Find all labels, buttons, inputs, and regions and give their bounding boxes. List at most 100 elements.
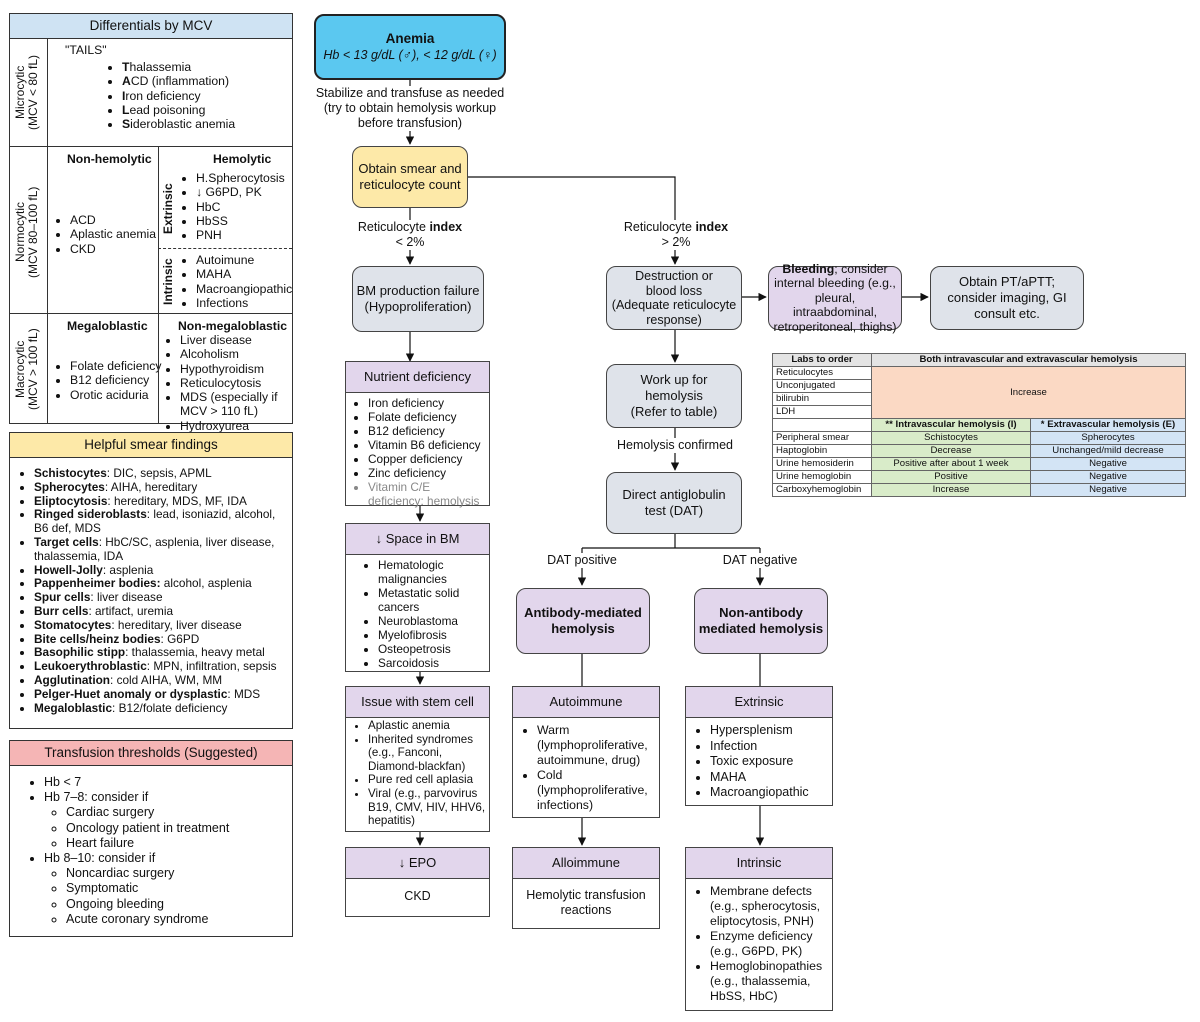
epo-title: ↓ EPO: [346, 848, 489, 879]
list-item: Megaloblastic: B12/folate deficiency: [34, 701, 277, 716]
list-item: B12 deficiency: [70, 373, 161, 387]
intrinsic-list: Membrane defects(e.g., spherocytosis,eli…: [692, 884, 822, 1004]
extrinsic-list: Hypersplenism Infection Toxic exposure M…: [692, 723, 809, 801]
list-item: Folate deficiency: [70, 359, 161, 373]
lab-name: LDH: [772, 405, 872, 419]
smear-reticulocyte-node: Obtain smear and reticulocyte count: [352, 146, 468, 208]
list-item: Hemoglobinopathies(e.g., thalassemia,HbS…: [710, 959, 822, 1004]
extrinsic-box: Extrinsic Hypersplenism Infection Toxic …: [685, 686, 833, 806]
space-title: ↓ Space in BM: [346, 524, 489, 555]
stem-cell-box: Issue with stem cell Aplastic anemia Inh…: [345, 686, 490, 832]
list-item: ACD: [70, 213, 156, 227]
autoimmune-box: Autoimmune Warm(lymphoproliferative,auto…: [512, 686, 660, 818]
bm-failure-node: BM production failure (Hypoproliferation…: [352, 266, 484, 332]
retic-low-label: Reticulocyte index< 2%: [352, 220, 468, 250]
nutrient-box: Nutrient deficiency Iron deficiency Fola…: [345, 361, 490, 508]
list-item: Aplastic anemia: [70, 227, 156, 241]
list-item: Sideroblastic anemia: [122, 117, 235, 131]
mcv-panel: Differentials by MCV Microcytic(MCV < 80…: [9, 13, 293, 433]
list-item: HbC: [196, 200, 285, 214]
bleeding-node: Bleeding; consider internal bleeding (e.…: [768, 262, 902, 334]
list-item: Aplastic anemia: [368, 719, 485, 733]
list-item: CKD: [70, 242, 156, 256]
intra-header: ** Intravascular hemolysis (I): [871, 418, 1031, 432]
list-item: Vitamin B6 deficiency: [368, 438, 481, 452]
megaloblastic-list: Folate deficiency B12 deficiency Orotic …: [52, 359, 161, 402]
intrinsic-list: Autoimune MAHA Macroangiopathic Infectio…: [178, 253, 292, 310]
antibody-node: Antibody-mediated hemolysis: [516, 588, 650, 654]
list-item: Heart failure: [66, 836, 229, 851]
list-item: Leukoerythroblastic: MPN, infiltration, …: [34, 659, 277, 674]
list-item: Target cells: HbC/SC, asplenia, liver di…: [34, 535, 277, 564]
list-item: Warm(lymphoproliferative,autoimmune, dru…: [537, 723, 648, 768]
list-item: Liver disease: [180, 333, 278, 347]
list-item: Reticulocytosis: [180, 376, 278, 390]
macrocytic-label: Macrocytic(MCV > 100 fL): [13, 328, 40, 410]
nutrient-list: Iron deficiency Folate deficiency B12 de…: [350, 396, 481, 508]
list-item: Iron deficiency: [368, 396, 481, 410]
intrinsic-box: Intrinsic Membrane defects(e.g., spheroc…: [685, 847, 833, 1011]
table-row: Carboxyhemoglobin Increase Negative: [772, 483, 1186, 497]
list-item: Toxic exposure: [710, 754, 809, 770]
divider: [158, 147, 159, 314]
list-item: Bite cells/heinz bodies: G6PD: [34, 632, 277, 647]
list-item: Infections: [196, 296, 292, 310]
nonmegaloblastic-list: Liver disease Alcoholism Hypothyroidism …: [162, 333, 278, 433]
smear-header: Helpful smear findings: [10, 433, 292, 458]
list-item: Pelger-Huet anomaly or dysplastic: MDS: [34, 687, 277, 702]
hemolysis-confirmed-label: Hemolysis confirmed: [600, 438, 750, 453]
list-item: Lead poisoning: [122, 103, 235, 117]
epo-body: CKD: [404, 889, 431, 903]
nutrient-title: Nutrient deficiency: [346, 362, 489, 393]
transfusion-list: Hb < 7 Hb 7–8: consider if Cardiac surge…: [26, 775, 229, 927]
labs-col2-header: Both intravascular and extravascular hem…: [871, 353, 1186, 367]
list-item: Hypothyroidism: [180, 362, 278, 376]
list-item: MAHA: [196, 267, 292, 281]
list-item: Inherited syndromes(e.g., Fanconi,Diamon…: [368, 733, 485, 774]
list-item: Pure red cell aplasia: [368, 773, 485, 787]
list-item: H.Spherocytosis: [196, 171, 285, 185]
list-item: MAHA: [710, 770, 809, 786]
list-item: Hb 8–10: consider if Noncardiac surgery …: [44, 851, 229, 927]
list-item: Autoimune: [196, 253, 292, 267]
list-item: Schistocytes: DIC, sepsis, APML: [34, 466, 277, 481]
list-item: Cold(lymphoproliferative,infections): [537, 768, 648, 813]
list-item: Macroangiopathic: [196, 282, 292, 296]
table-row: Peripheral smear Schistocytes Spherocyte…: [772, 431, 1186, 445]
list-item: Ringed sideroblasts: lead, isoniazid, al…: [34, 507, 277, 536]
dashed-divider: [158, 248, 292, 249]
list-item: Cardiac surgery: [66, 805, 229, 820]
normocytic-section: Normocytic(MCV 80–100 fL) Non-hemolytic …: [10, 147, 292, 314]
list-item: Myelofibrosis: [378, 628, 459, 642]
list-item: Basophilic stipp: thalassemia, heavy met…: [34, 645, 277, 660]
list-item: Membrane defects(e.g., spherocytosis,eli…: [710, 884, 822, 929]
list-item: Sarcoidosis: [378, 656, 459, 670]
list-item: Thalassemia: [122, 60, 235, 74]
nonhemolytic-list: ACD Aplastic anemia CKD: [52, 213, 156, 256]
pt-aptt-node: Obtain PT/aPTT; consider imaging, GI con…: [930, 266, 1084, 330]
list-item: Spherocytes: AIHA, hereditary: [34, 480, 277, 495]
list-item: B12 deficiency: [368, 424, 481, 438]
table-row: Urine hemosiderin Positive after about 1…: [772, 457, 1186, 471]
dat-positive-label: DAT positive: [540, 553, 624, 568]
list-item: Noncardiac surgery: [66, 866, 229, 881]
extrinsic-list: H.Spherocytosis ↓ G6PD, PK HbC HbSS PNH: [178, 171, 285, 242]
hemolytic-title: Hemolytic: [213, 152, 272, 166]
lab-name: bilirubin: [772, 392, 872, 406]
list-item: ↓ G6PD, PK: [196, 185, 285, 199]
lab-name: Reticulocytes: [772, 366, 872, 380]
smear-list: Schistocytes: DIC, sepsis, APML Spherocy…: [16, 466, 277, 716]
labs-col1-header: Labs to order: [772, 353, 872, 367]
list-item: Infection: [710, 739, 809, 755]
list-item: Stomatocytes: hereditary, liver disease: [34, 618, 277, 633]
extra-header: * Extravascular hemolysis (E): [1030, 418, 1186, 432]
dat-negative-label: DAT negative: [718, 553, 802, 568]
table-row: Haptoglobin Decrease Unchanged/mild decr…: [772, 444, 1186, 458]
list-item: Agglutination: cold AIHA, WM, MM: [34, 673, 277, 688]
alloimmune-title: Alloimmune: [513, 848, 659, 879]
transfusion-panel: Transfusion thresholds (Suggested) Hb < …: [9, 740, 293, 937]
